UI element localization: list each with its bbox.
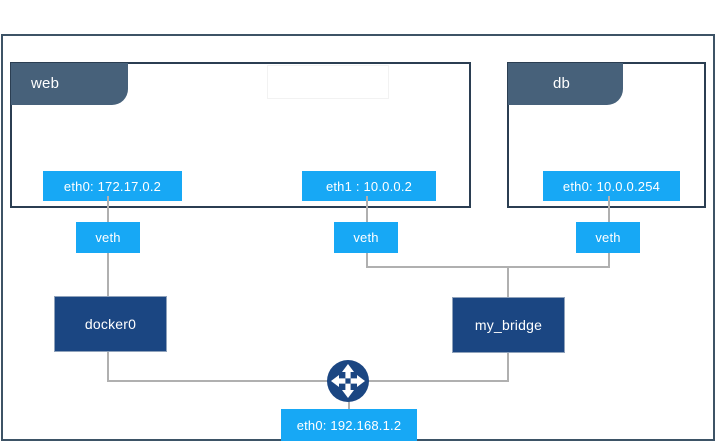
veth-db-mybridge[interactable]: veth [576,222,640,253]
container-tab-db-label: db [553,75,571,92]
interface-web-eth1[interactable]: eth1 : 10.0.0.2 [302,171,436,201]
container-frame-web: web eth0: 172.17.0.2 eth1 : 10.0.0.2 [10,62,471,208]
veth-web-mybridge[interactable]: veth [334,222,398,253]
connector-web-eth1-to-veth [366,196,368,224]
connector-veth-to-docker0 [107,252,109,298]
connector-bottom-bus [107,380,507,382]
bridge-docker0[interactable]: docker0 [54,296,167,352]
interface-host-eth0[interactable]: eth0: 192.168.1.2 [281,409,417,441]
connector-web-eth0-to-veth [107,196,109,224]
placeholder-rect [267,65,389,99]
connector-veth-web-to-junction [366,252,368,268]
connector-veth-junction-bar [366,266,610,268]
container-tab-web-label: web [31,75,60,92]
interface-web-eth0[interactable]: eth0: 172.17.0.2 [43,171,182,201]
interface-db-eth0[interactable]: eth0: 10.0.0.254 [543,171,680,201]
bridge-my-bridge[interactable]: my_bridge [452,297,565,353]
veth-web-docker0[interactable]: veth [76,222,140,253]
connector-junction-to-mybridge [507,266,509,300]
container-frame-db: db eth0: 10.0.0.254 [507,62,706,208]
router-four-arrows-icon[interactable] [326,359,370,403]
connector-veth-db-to-junction [608,252,610,268]
router-icon-svg [327,360,369,402]
connector-mybridge-to-bus [507,350,509,382]
connector-db-eth0-to-veth [608,196,610,224]
container-tab-web[interactable]: web [11,63,128,105]
container-tab-db[interactable]: db [508,63,623,105]
connector-docker0-to-bus [107,350,109,382]
